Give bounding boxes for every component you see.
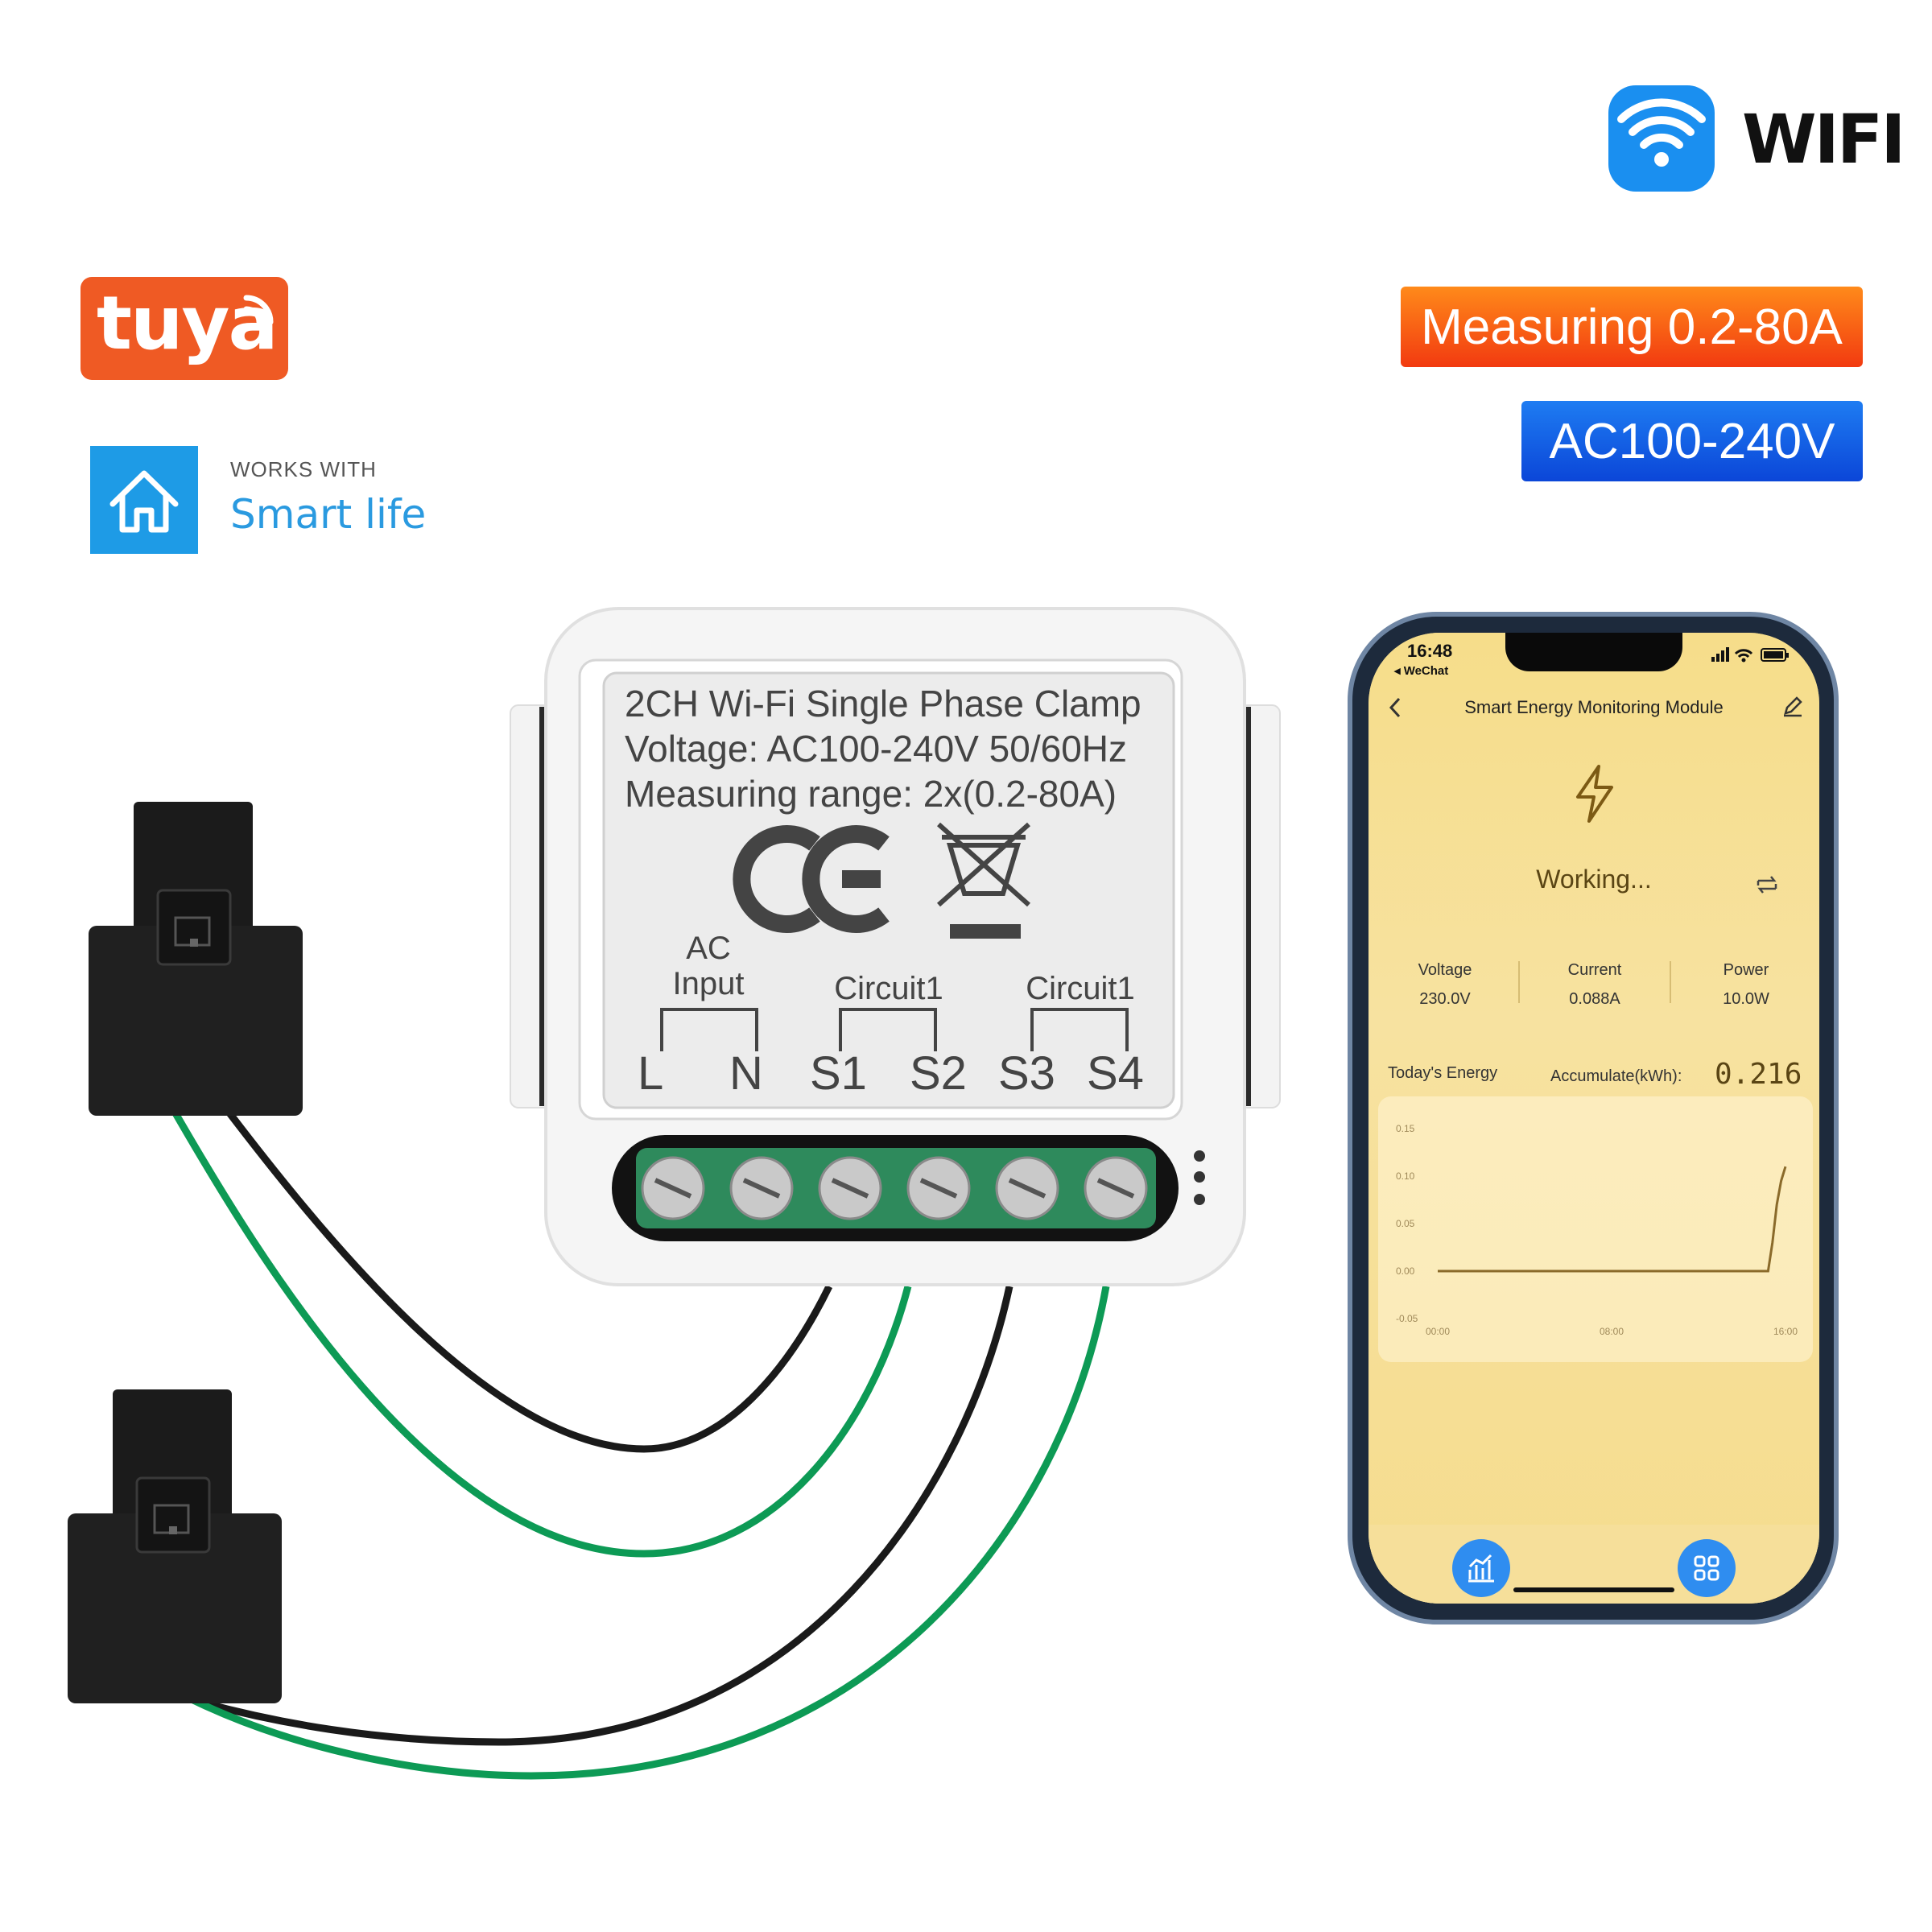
energy-chart: 0.15 0.10 0.05 0.00 -0.05 00:00 08:00 16:00 [1396, 1123, 1798, 1337]
more-button[interactable] [1678, 1539, 1736, 1597]
ac-input-label: AC Input [660, 931, 757, 1001]
circuit-b-label: Circuit1 [1026, 971, 1135, 1006]
phone-screen: 16:48 ◂ WeChat Smart Energy Monitoring M… [1368, 633, 1819, 1604]
home-indicator [1513, 1587, 1674, 1592]
energy-monitor-module [510, 607, 1281, 1286]
works-with-label: WORKS WITH [230, 457, 377, 481]
y-tick-label: 0.05 [1396, 1218, 1415, 1229]
app-title: Smart Energy Monitoring Module [1464, 697, 1724, 717]
back-chevron-icon[interactable] [1386, 696, 1406, 720]
device-voltage-label: Voltage: AC100-240V 50/60Hz [625, 728, 1128, 770]
voltage-stat-label: Voltage [1418, 961, 1472, 979]
y-tick-label: 0.10 [1396, 1170, 1415, 1182]
terminal-s3: S3 [998, 1047, 1055, 1100]
grid-icon [1694, 1555, 1719, 1581]
statistics-button[interactable] [1452, 1539, 1510, 1597]
y-tick-label: -0.05 [1396, 1313, 1418, 1324]
measuring-range-badge: Measuring 0.2-80A [1401, 287, 1863, 367]
tuya-signal-icon [243, 295, 274, 325]
stat-divider [1518, 961, 1520, 1003]
y-tick-label: 0.00 [1396, 1265, 1415, 1277]
energy-value: 0.216 [1715, 1058, 1802, 1091]
device-status: Working... [1536, 865, 1652, 894]
edit-icon[interactable] [1781, 694, 1805, 718]
smart-life-label: Smart life [230, 491, 427, 538]
status-back-app[interactable]: ◂ WeChat [1394, 664, 1449, 678]
wire-black-1 [222, 1105, 833, 1453]
circuit-a-label: Circuit1 [834, 971, 943, 1006]
power-stat-value: 10.0W [1723, 990, 1769, 1008]
ce-mark [733, 825, 820, 933]
wifi-logo [1608, 85, 1715, 192]
wire-black-2 [192, 1286, 1013, 1746]
status-time: 16:48 [1407, 641, 1453, 661]
smart-life-logo [90, 446, 198, 554]
power-stat-label: Power [1723, 961, 1769, 979]
phone-notch [1505, 633, 1682, 671]
y-tick-label: 0.15 [1396, 1123, 1415, 1134]
home-icon [109, 470, 179, 533]
current-stat-value: 0.088A [1569, 990, 1620, 1008]
current-clamp-1 [89, 802, 303, 1116]
refresh-icon[interactable] [1753, 873, 1781, 897]
tuya-logo-text: tuya [97, 280, 279, 366]
stats-row: Voltage 230.0V Current 0.088A Power 10.0… [1368, 961, 1819, 1009]
tuya-logo: tuya [80, 277, 288, 380]
ac-input-label-line1: AC [686, 931, 731, 966]
accumulate-label: Accumulate(kWh): [1550, 1067, 1682, 1085]
ac-input-label-line2: Input [672, 966, 745, 1001]
wifi-label: WIFI [1742, 100, 1906, 179]
x-tick-label: 00:00 [1426, 1326, 1450, 1337]
wire-green-2 [192, 1286, 1110, 1780]
terminal-n: N [729, 1047, 763, 1100]
chart-icon [1468, 1554, 1494, 1583]
device-model-label: 2CH Wi-Fi Single Phase Clamp [625, 683, 1141, 724]
current-stat-label: Current [1567, 961, 1622, 979]
wifi-icon [1617, 98, 1706, 167]
wifi-status-icon [1734, 649, 1753, 658]
battery-icon [1761, 648, 1789, 662]
x-tick-label: 08:00 [1600, 1326, 1624, 1337]
stat-divider [1670, 961, 1671, 1003]
energy-chart-panel: 0.15 0.10 0.05 0.00 -0.05 00:00 08:00 16:00 [1378, 1096, 1813, 1362]
x-tick-label: 16:00 [1773, 1326, 1798, 1337]
wire-green-1 [169, 1105, 912, 1558]
todays-energy-label: Today's Energy [1388, 1064, 1498, 1082]
energy-series-line [1438, 1166, 1787, 1273]
terminal-s2: S2 [910, 1047, 967, 1100]
voltage-stat-value: 230.0V [1419, 990, 1471, 1008]
signal-icon [1711, 647, 1729, 662]
terminal-s1: S1 [810, 1047, 867, 1100]
weee-bin-icon [937, 822, 1030, 907]
lightning-icon [1576, 765, 1613, 823]
voltage-badge: AC100-240V [1521, 401, 1863, 481]
terminal-s4: S4 [1087, 1047, 1144, 1100]
terminal-l: L [638, 1047, 664, 1100]
device-range-label: Measuring range: 2x(0.2-80A) [625, 773, 1117, 815]
current-clamp-2 [68, 1389, 282, 1703]
status-icons [1711, 647, 1789, 663]
